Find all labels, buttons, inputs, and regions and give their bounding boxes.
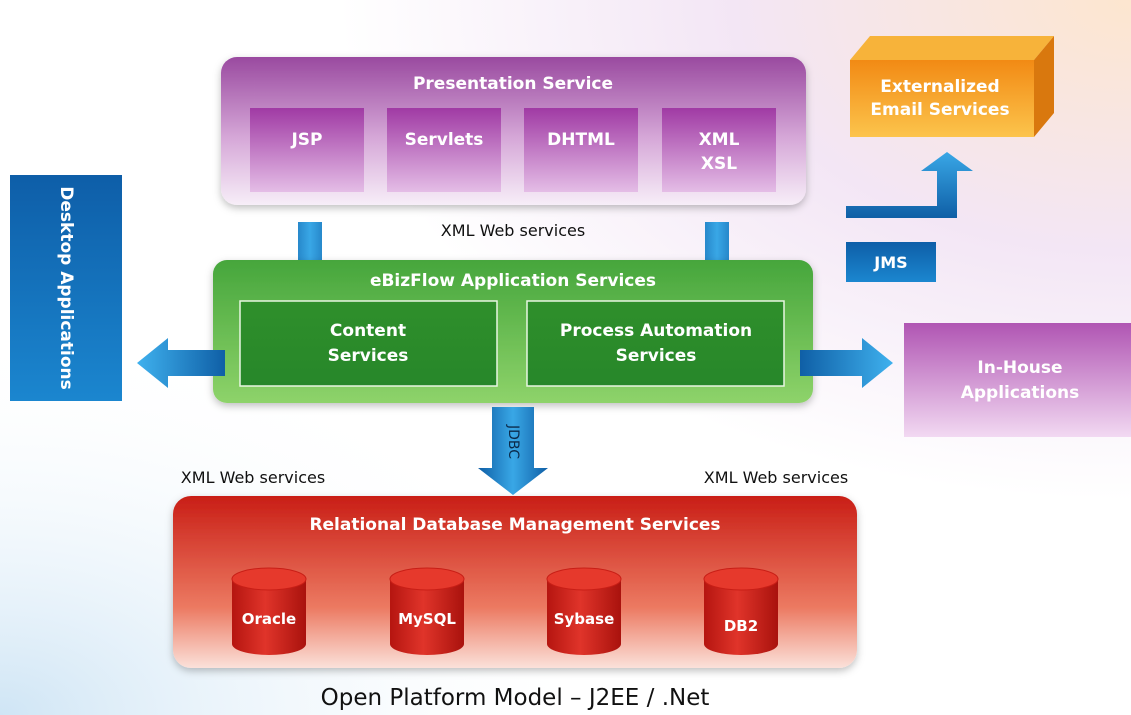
footer-caption: Open Platform Model – J2EE / .Net	[321, 685, 710, 711]
db-oracle-label: Oracle	[242, 610, 296, 628]
desktop-applications-box	[10, 175, 122, 401]
db-db2-label: DB2	[724, 617, 758, 635]
process-automation-line2: Services	[616, 346, 697, 366]
presentation-tile: Servlets	[387, 108, 501, 192]
cylinder-body	[547, 579, 621, 655]
jdbc-label: JDBC	[505, 424, 521, 459]
in-house-line1: In-House	[977, 358, 1062, 378]
rdbms-box	[173, 496, 857, 668]
db-mysql-label: MySQL	[398, 610, 456, 628]
presentation-tile: JSP	[250, 108, 364, 192]
jms-elbow-arrow	[846, 152, 973, 218]
ebizflow-group: eBizFlow Application Services Content Se…	[213, 260, 813, 403]
tile-servlets	[387, 108, 501, 192]
rdbms-group: Relational Database Management Services …	[173, 496, 857, 668]
cylinder-top	[703, 567, 779, 591]
presentation-tile: XML XSL	[662, 108, 776, 192]
db-sybase-label: Sybase	[554, 610, 615, 628]
tile-dhtml	[524, 108, 638, 192]
arrow-right-inhouse	[800, 338, 893, 388]
email-services-line1: Externalized	[880, 77, 999, 97]
tile-jsp-label: JSP	[290, 130, 322, 150]
xml-web-services-left-label: XML Web services	[181, 468, 325, 487]
content-services-line1: Content	[330, 321, 406, 341]
tile-xml-xsl	[662, 108, 776, 192]
cylinder-top	[546, 567, 622, 591]
cylinder-body	[390, 579, 464, 655]
arrow-left-desktop	[137, 338, 225, 388]
cylinder-top	[231, 567, 307, 591]
cube-side-face	[1034, 36, 1054, 137]
in-house-box	[904, 323, 1131, 437]
desktop-applications-bar: Desktop Applications	[10, 175, 122, 401]
cylinder-top	[389, 567, 465, 591]
tile-xml-label: XML	[699, 130, 740, 150]
cube-front-face	[850, 60, 1034, 137]
content-services-box	[239, 300, 498, 387]
email-services-line2: Email Services	[870, 100, 1009, 120]
jms-badge: JMS	[846, 242, 936, 282]
jdbc-arrow: JDBC	[478, 407, 548, 495]
db-cylinder-sybase: Sybase	[546, 567, 622, 655]
cylinder-body	[704, 579, 778, 655]
cube-top-face	[850, 36, 1054, 60]
db-cylinder-db2: DB2	[703, 567, 779, 655]
presentation-service-group: Presentation Service JSP Servlets DHTML …	[221, 57, 806, 205]
in-house-line2: Applications	[961, 383, 1080, 403]
cylinder-body	[232, 579, 306, 655]
content-services-line2: Services	[328, 346, 409, 366]
email-services-cube: Externalized Email Services	[850, 36, 1054, 137]
ebizflow-title: eBizFlow Application Services	[370, 271, 656, 291]
jms-label: JMS	[873, 253, 907, 272]
tile-servlets-label: Servlets	[405, 130, 484, 150]
jdbc-arrow-shape	[478, 407, 548, 495]
xml-web-services-right-label: XML Web services	[704, 468, 848, 487]
rdbms-title: Relational Database Management Services	[309, 515, 720, 535]
db-cylinder-mysql: MySQL	[389, 567, 465, 655]
presentation-service-box	[221, 57, 806, 205]
tile-xsl-label: XSL	[701, 154, 737, 174]
xml-web-services-top-label: XML Web services	[441, 221, 585, 240]
process-automation-box	[526, 300, 785, 387]
in-house-applications: In-House Applications	[904, 323, 1131, 437]
process-automation-line1: Process Automation	[560, 321, 752, 341]
tile-dhtml-label: DHTML	[547, 130, 615, 150]
presentation-tile: DHTML	[524, 108, 638, 192]
tile-jsp	[250, 108, 364, 192]
presentation-service-title: Presentation Service	[413, 74, 613, 94]
desktop-applications-label: Desktop Applications	[56, 186, 76, 390]
db-cylinder-oracle: Oracle	[231, 567, 307, 655]
elbow-arrow-shape	[846, 152, 973, 218]
jms-box	[846, 242, 936, 282]
